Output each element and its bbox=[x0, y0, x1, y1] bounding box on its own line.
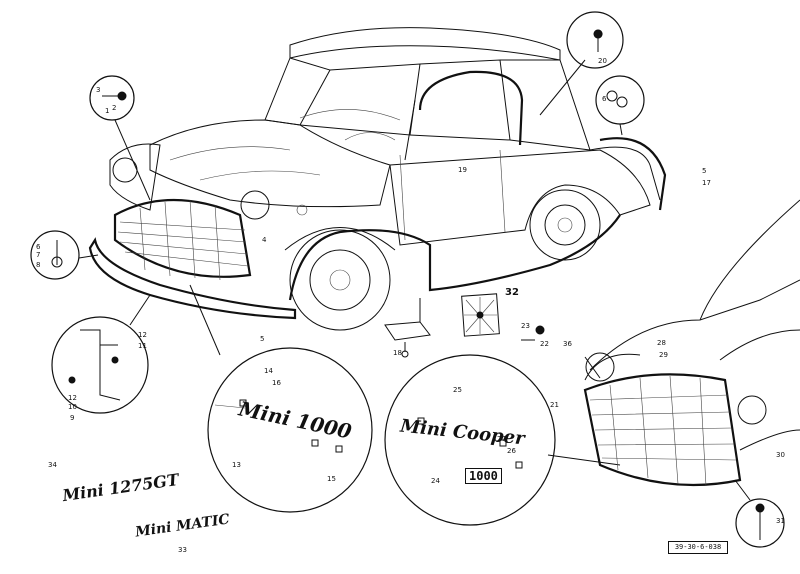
callout-12: 12 bbox=[138, 331, 147, 339]
callout-15: 15 bbox=[327, 475, 336, 483]
mesh-panel bbox=[461, 293, 500, 337]
callout-22: 22 bbox=[540, 340, 549, 348]
callout-6-rear: 6 bbox=[602, 95, 607, 103]
callout-30: 30 bbox=[776, 451, 785, 459]
callout-17: 17 bbox=[702, 179, 711, 187]
callout-12-lower: 12 bbox=[68, 394, 77, 402]
callout-31: 31 bbox=[776, 517, 785, 525]
callout-26: 26 bbox=[507, 447, 516, 455]
callout-32: 32 bbox=[505, 287, 519, 298]
front-bumper bbox=[88, 237, 297, 320]
callout-23: 23 bbox=[521, 322, 530, 330]
callout-34: 34 bbox=[48, 461, 57, 469]
callout-33: 33 bbox=[178, 546, 187, 554]
callout-25: 25 bbox=[453, 386, 462, 394]
sill-end-piece bbox=[384, 298, 431, 358]
callout-20: 20 bbox=[598, 57, 607, 65]
callout-10: 10 bbox=[68, 403, 77, 411]
callout-4: 4 bbox=[262, 236, 267, 244]
callout-9: 9 bbox=[70, 414, 75, 422]
rear-arch-trim bbox=[599, 137, 667, 211]
callout-24: 24 bbox=[431, 477, 440, 485]
cooper-car-outline bbox=[584, 199, 800, 451]
callout-2: 2 bbox=[112, 104, 117, 112]
front-grille bbox=[113, 198, 252, 281]
callout-13: 13 bbox=[232, 461, 241, 469]
callout-16: 16 bbox=[272, 379, 281, 387]
cooper-grille bbox=[583, 373, 742, 487]
callout-5-rear: 5 bbox=[702, 167, 707, 175]
callout-8: 8 bbox=[36, 261, 41, 269]
callout-18: 18 bbox=[393, 349, 402, 357]
sill-trim bbox=[288, 214, 621, 301]
callout-27: 27 bbox=[497, 435, 506, 443]
callout-28: 28 bbox=[657, 339, 666, 347]
callout-14: 14 bbox=[264, 367, 273, 375]
callout-11: 11 bbox=[138, 342, 147, 350]
callout-19: 19 bbox=[458, 166, 467, 174]
badge-cooper-1000: 1000 bbox=[465, 468, 502, 484]
callout-1: 1 bbox=[105, 107, 110, 115]
callout-36: 36 bbox=[563, 340, 572, 348]
callout-7: 7 bbox=[36, 251, 41, 259]
callout-3: 3 bbox=[96, 86, 101, 94]
bumper-fixing-detail bbox=[30, 230, 80, 280]
roof-fixing-detail bbox=[566, 11, 624, 69]
door-seal-trim bbox=[418, 70, 524, 146]
callout-29: 29 bbox=[659, 351, 668, 359]
callout-6: 6 bbox=[36, 243, 41, 251]
mini-cooper-badge-detail bbox=[384, 354, 556, 526]
callout-21: 21 bbox=[550, 401, 559, 409]
main-car-body bbox=[109, 27, 661, 331]
callout-5: 5 bbox=[260, 335, 265, 343]
reference-code: 39-30-6-038 bbox=[668, 541, 728, 554]
mini-1000-badge-detail bbox=[207, 347, 373, 513]
grille-fixing-detail bbox=[89, 75, 135, 121]
